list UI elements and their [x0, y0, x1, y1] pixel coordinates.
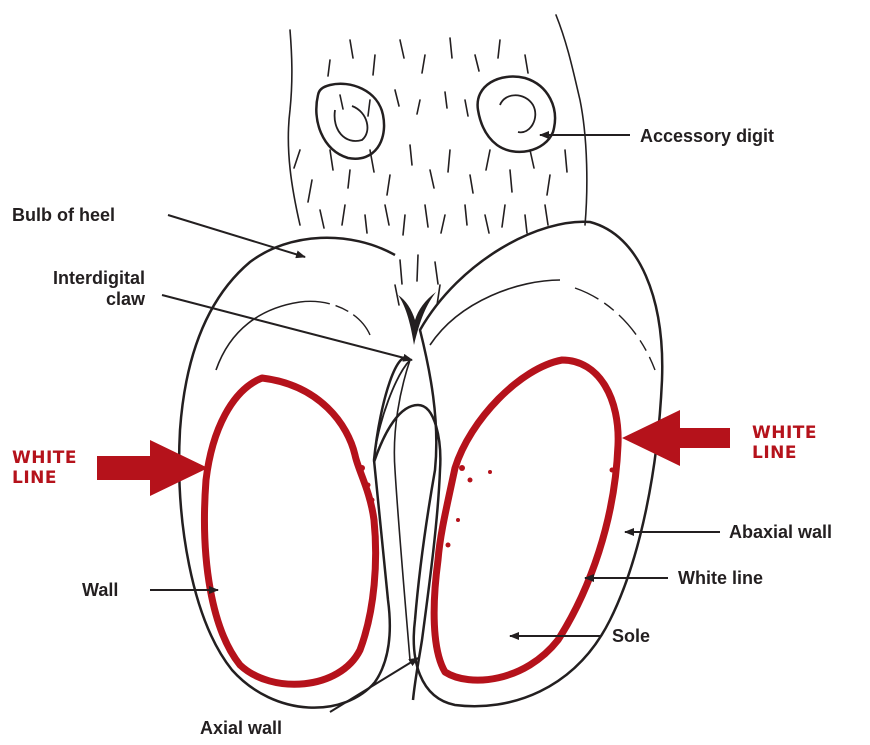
label-white-line-right-line1: WHITE [752, 423, 817, 443]
white-line-band-left [204, 378, 375, 684]
white-line-arrow-right [622, 410, 730, 466]
accessory-digit-right [478, 77, 555, 152]
label-interdigital-claw-line2: claw [20, 289, 145, 310]
label-white-line-left-line2: LINE [12, 468, 77, 488]
white-line-band-right [434, 360, 618, 680]
label-axial-wall: Axial wall [200, 718, 282, 739]
white-line-arrow-left [97, 440, 208, 496]
leg-hair-sketch [288, 15, 587, 305]
interdigital-tuft [398, 292, 436, 345]
label-interdigital-claw: Interdigital claw [20, 268, 145, 310]
accessory-digit-left [316, 84, 384, 159]
label-sole: Sole [612, 626, 650, 647]
label-white-line-right: WHITE LINE [752, 423, 817, 463]
label-abaxial-wall: Abaxial wall [729, 522, 832, 543]
label-wall: Wall [82, 580, 118, 601]
label-interdigital-claw-line1: Interdigital [20, 268, 145, 289]
label-bulb-of-heel: Bulb of heel [12, 205, 115, 226]
label-accessory-digit: Accessory digit [640, 126, 774, 147]
label-white-line-right-line2: LINE [752, 443, 817, 463]
label-white-line: White line [678, 568, 763, 589]
label-white-line-left: WHITE LINE [12, 448, 77, 488]
label-white-line-left-line1: WHITE [12, 448, 77, 468]
leader-bulb-of-heel [168, 215, 305, 257]
